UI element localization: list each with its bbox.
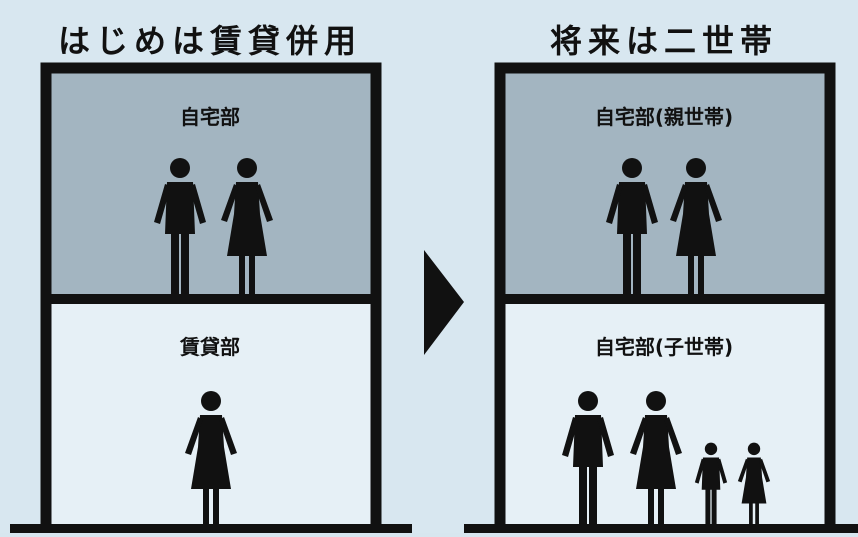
left-house bbox=[10, 62, 412, 537]
right-lower-label: 自宅部(子世帯) bbox=[595, 335, 733, 359]
right-heading: 将来は二世帯 bbox=[550, 22, 778, 60]
left-upper-label: 自宅部 bbox=[180, 105, 240, 129]
right-upper-floor bbox=[504, 73, 826, 297]
left-heading: はじめは賃貸併用 bbox=[58, 22, 362, 60]
right-upper-label: 自宅部(親世帯) bbox=[595, 105, 733, 129]
left-lower-label: 賃貸部 bbox=[179, 335, 240, 359]
transition-arrow bbox=[424, 250, 464, 355]
left-upper-floor bbox=[50, 73, 372, 297]
